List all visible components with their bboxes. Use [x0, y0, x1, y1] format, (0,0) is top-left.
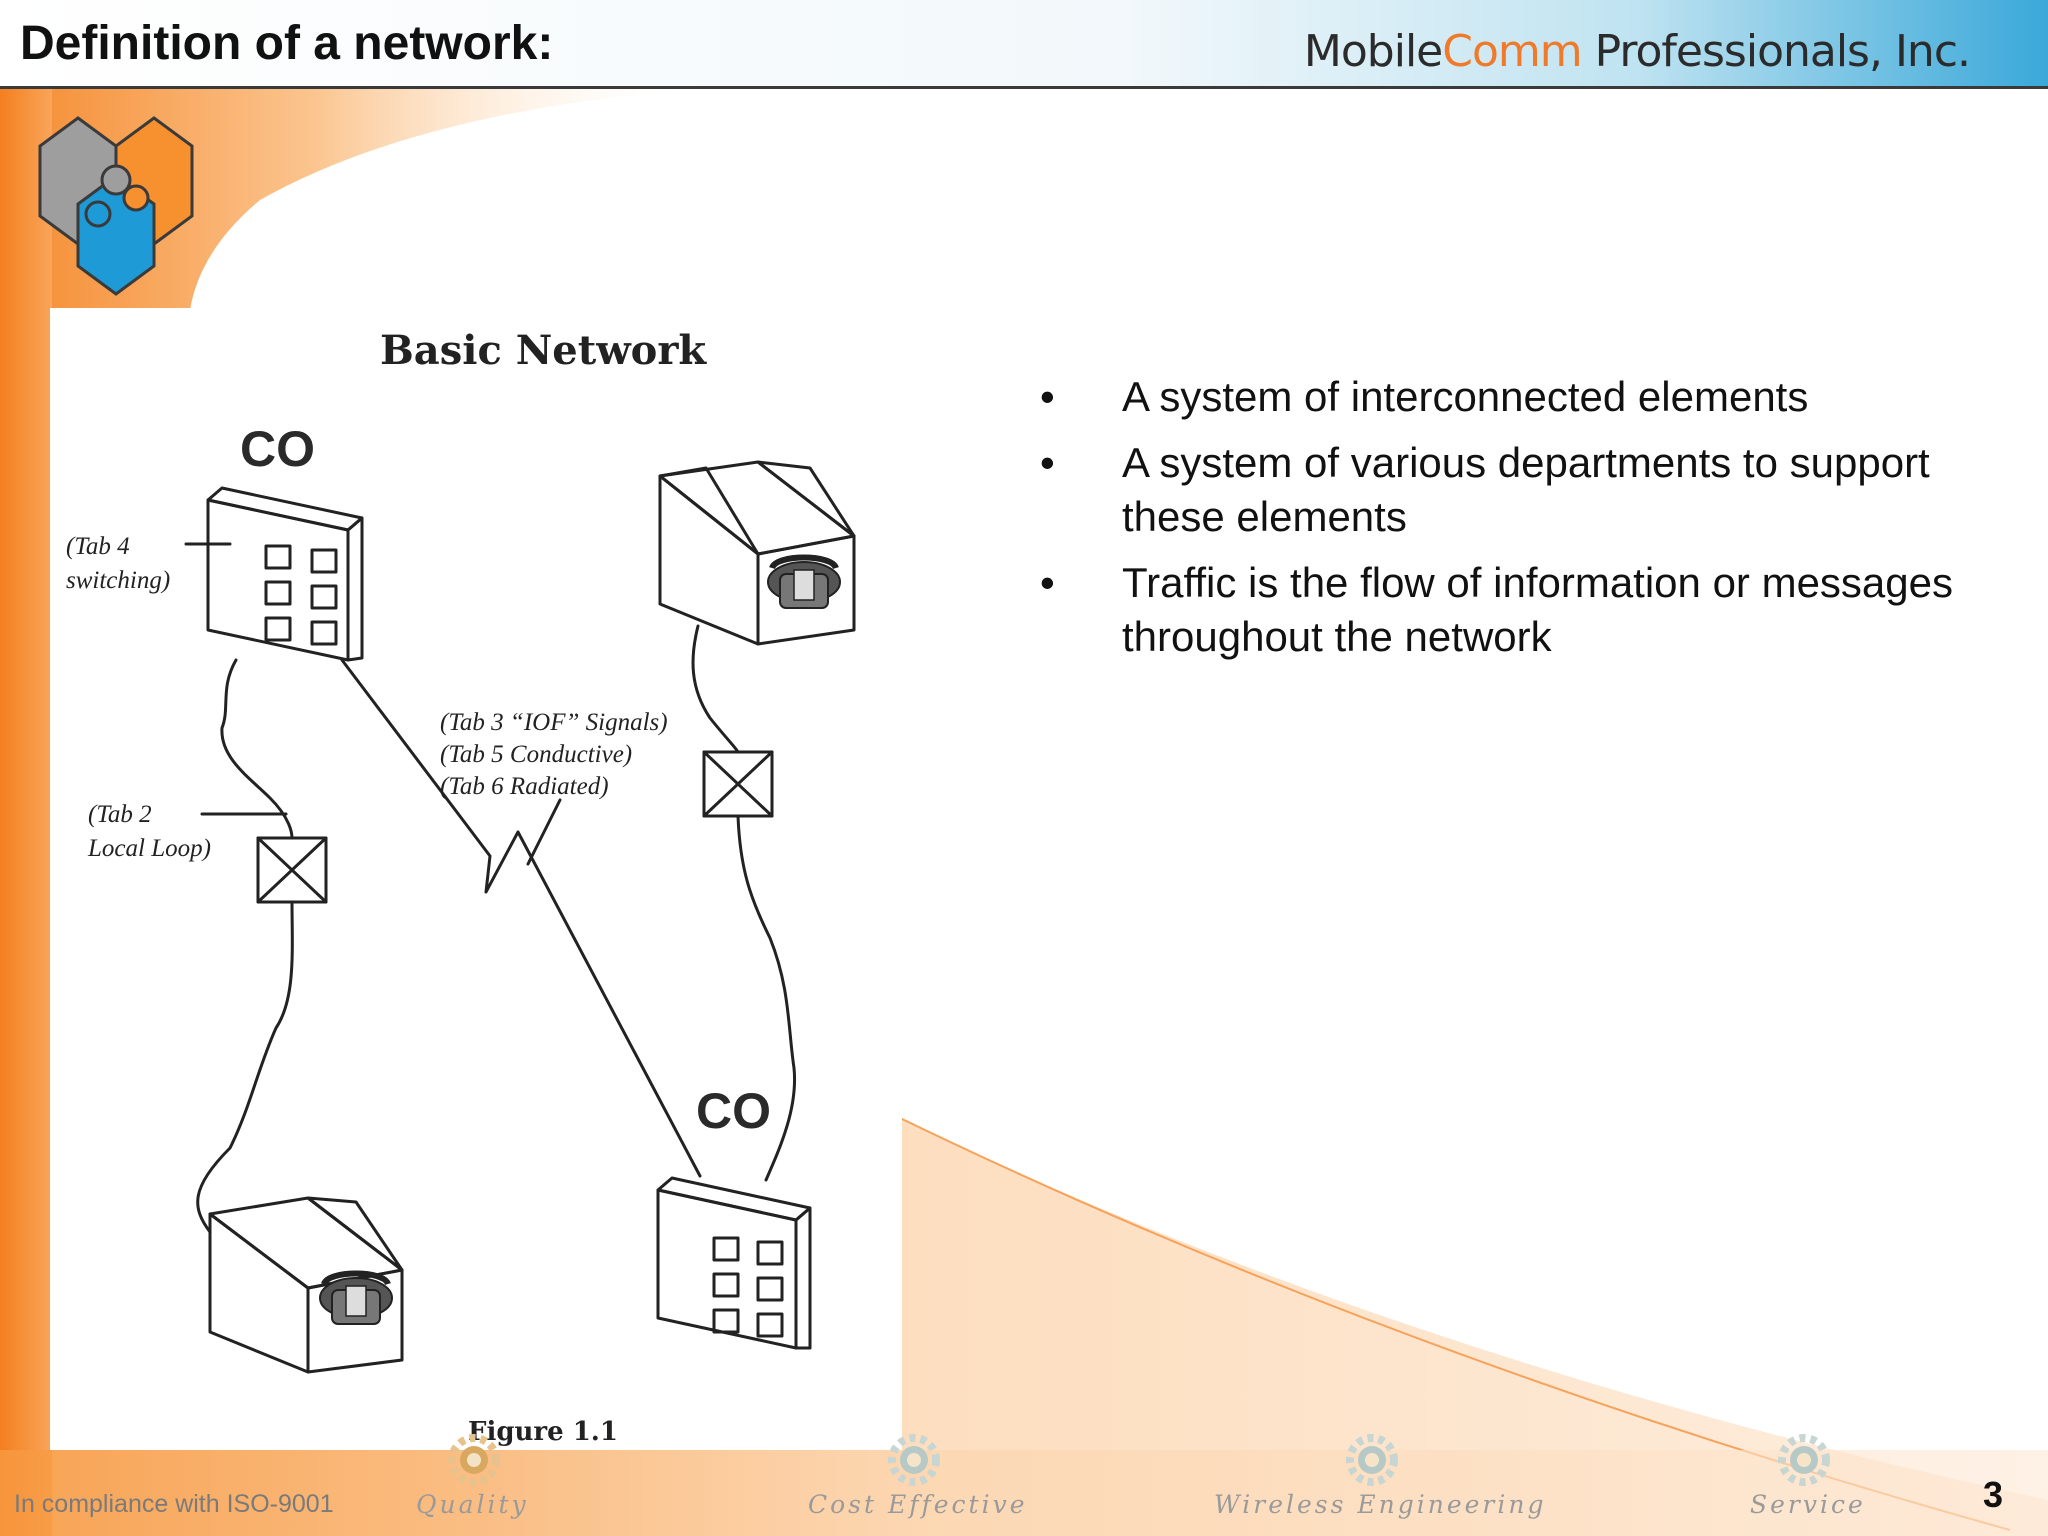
junction-box-left-icon	[256, 836, 328, 904]
bullet-list: • A system of interconnected elements • A …	[1040, 370, 1960, 676]
footer-cost-effective: Cost Effective	[808, 1490, 1028, 1519]
junction-box-right-icon	[702, 750, 774, 818]
footer-service: Service	[1750, 1490, 1866, 1519]
bullet-text: A system of interconnected elements	[1122, 373, 1809, 420]
figure-title: Basic Network	[380, 327, 707, 374]
signals-leader	[526, 798, 562, 866]
co-bottom-building-icon	[656, 1176, 812, 1350]
tab2-label-line1: (Tab 2	[88, 801, 152, 828]
page-number: 3	[1983, 1474, 2004, 1515]
bullet-item: • A system of interconnected elements	[1040, 370, 1960, 424]
brand-part2: Comm	[1442, 26, 1582, 77]
brand-part3: Professionals, Inc.	[1581, 26, 1971, 77]
telephone-icon	[767, 554, 841, 609]
gear-icon	[448, 1434, 500, 1486]
slide-title: Definition of a network:	[20, 17, 554, 70]
signals-label-line1: (Tab 3 “IOF” Signals)	[440, 709, 668, 736]
wire-co-to-box-left	[220, 658, 294, 840]
brand-part1: Mobile	[1303, 26, 1443, 77]
bullet-text: A system of various departments to suppo…	[1122, 439, 1930, 540]
gear-icon	[1778, 1434, 1830, 1486]
signals-label-line3: (Tab 6 Radiated)	[440, 773, 609, 800]
basic-network-figure: Basic Network CO CO (Tab 4 switching) (T…	[50, 308, 902, 1450]
co-bottom-label: CO	[696, 1083, 771, 1139]
bullet-item: • Traffic is the flow of information or m…	[1040, 556, 1960, 664]
tab4-label-line1: (Tab 4	[66, 533, 130, 560]
tab2-label-line2: Local Loop)	[87, 835, 211, 862]
footer-wireless-engineering: Wireless Engineering	[1214, 1490, 1547, 1519]
gear-icon	[1346, 1434, 1398, 1486]
figure-caption: Figure 1.1	[468, 1417, 618, 1447]
bullet-marker: •	[1040, 373, 1055, 420]
wire-box-right-to-co	[736, 814, 797, 1182]
signals-label-line2: (Tab 5 Conductive)	[440, 741, 632, 768]
co-top-building-icon	[206, 486, 364, 662]
iof-link-line	[340, 658, 702, 1178]
tab4-label-line2: switching)	[66, 567, 170, 594]
wire-house-to-box-right	[691, 624, 740, 754]
bullet-text: Traffic is the flow of information or me…	[1122, 559, 1953, 660]
telephone-icon	[319, 1270, 393, 1325]
bullet-marker: •	[1040, 559, 1055, 606]
iso-compliance-text: In compliance with ISO-9001	[14, 1490, 334, 1518]
gear-icon	[888, 1434, 940, 1486]
network-diagram: Basic Network CO CO (Tab 4 switching) (T…	[66, 327, 856, 1447]
bullet-marker: •	[1040, 439, 1055, 486]
house-top-right-icon	[658, 460, 856, 646]
company-brand: MobileComm Professionals, Inc.	[1303, 22, 1971, 82]
co-top-label: CO	[240, 421, 315, 477]
footer-quality: Quality	[416, 1490, 529, 1519]
bullet-item: • A system of various departments to supp…	[1040, 436, 1960, 544]
puzzle-logo-icon	[38, 116, 194, 296]
wire-box-left-to-house	[196, 900, 294, 1234]
